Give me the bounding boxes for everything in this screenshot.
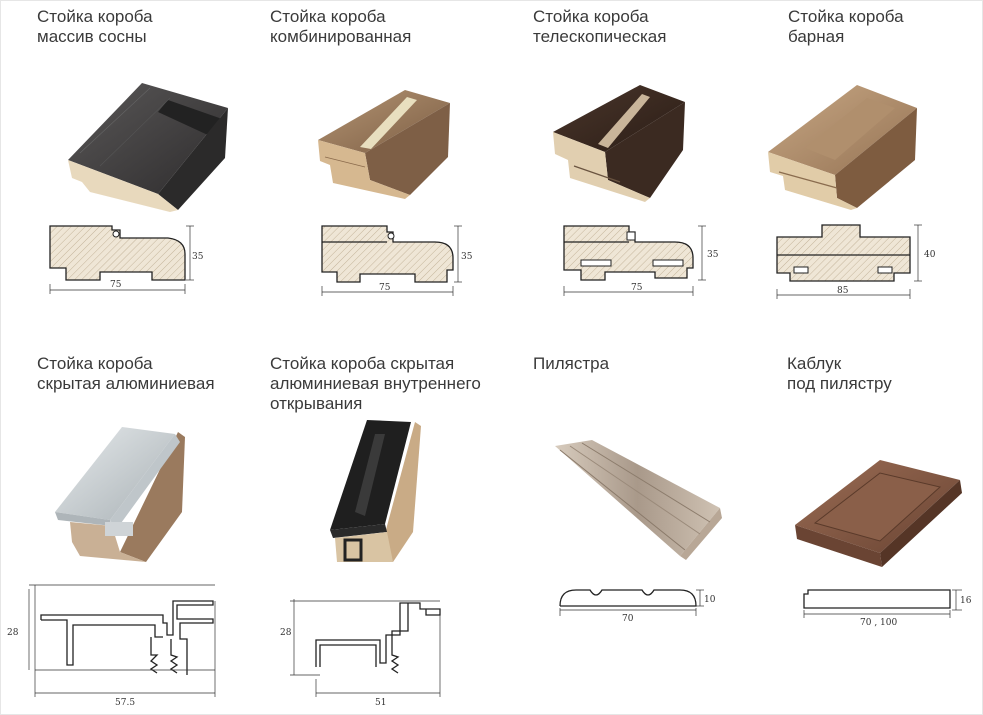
product-combined-frame: Стойка короба комбинированная 75 35 <box>245 0 505 300</box>
product-telescopic-frame: Стойка короба телескопическая 75 35 <box>505 0 755 300</box>
dimension-height: 10 <box>704 595 716 605</box>
product-photo <box>318 90 450 199</box>
product-photo <box>68 83 228 212</box>
dimension-width: 75 <box>379 283 391 293</box>
product-hidden-aluminium-frame: Стойка короба скрытая алюминиевая 57.5 2… <box>0 350 250 715</box>
dimension-height: 28 <box>7 628 19 638</box>
profile-drawing: 85 40 <box>776 224 936 299</box>
dimension-height: 28 <box>280 628 292 638</box>
product-photo <box>795 460 962 567</box>
product-pine-frame: Стойка короба массив сосны 75 35 <box>0 0 245 300</box>
profile-drawing: 75 35 <box>49 225 204 294</box>
product-title: Стойка короба телескопическая <box>533 7 667 46</box>
product-photo <box>553 85 685 202</box>
product-title: Стойка короба массив сосны <box>37 7 153 46</box>
dimension-width: 75 <box>631 283 643 293</box>
dimension-width: 75 <box>110 280 122 290</box>
dimension-width: 70 , 100 <box>860 618 897 628</box>
dimension-width: 51 <box>375 698 386 708</box>
product-title: Стойка короба скрытая алюминиевая <box>37 354 215 393</box>
dimension-height: 35 <box>192 252 204 262</box>
product-hidden-aluminium-inward-frame: Стойка короба скрытая алюминиевая внутре… <box>250 350 520 715</box>
profile-drawing: 70 , 100 16 <box>803 589 972 628</box>
product-pilaster: Пилястра 70 10 <box>520 350 760 715</box>
product-title: Пилястра <box>533 354 610 373</box>
profile-drawing: 75 35 <box>321 225 473 296</box>
product-title: Стойка короба скрытая алюминиевая внутре… <box>270 354 481 413</box>
dimension-width: 70 <box>622 614 634 624</box>
product-photo <box>768 85 917 210</box>
product-title: Стойка короба барная <box>788 7 904 46</box>
product-photo <box>555 440 722 560</box>
dimension-height: 16 <box>960 596 972 606</box>
profile-drawing: 75 35 <box>563 225 719 296</box>
dimension-width: 85 <box>837 286 849 296</box>
dimension-height: 40 <box>924 250 936 260</box>
product-title: Стойка короба комбинированная <box>270 7 412 46</box>
dimension-width: 57.5 <box>115 698 135 708</box>
dimension-height: 35 <box>707 250 719 260</box>
profile-drawing: 57.5 28 <box>7 584 216 708</box>
profile-drawing: 51 28 <box>280 599 441 708</box>
product-photo <box>330 420 421 562</box>
product-bar-frame: Стойка короба барная 85 40 <box>755 0 983 300</box>
dimension-height: 35 <box>461 252 473 262</box>
profile-drawing: 70 10 <box>559 589 716 624</box>
product-pilaster-base: Каблук под пилястру 70 , 100 16 <box>760 350 983 715</box>
product-title: Каблук под пилястру <box>787 354 892 393</box>
product-photo <box>55 427 185 562</box>
